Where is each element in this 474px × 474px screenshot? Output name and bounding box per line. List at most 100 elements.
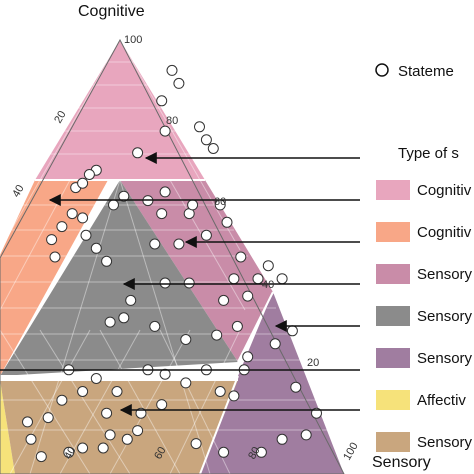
statement-point	[101, 407, 113, 419]
legend-swatch	[376, 264, 410, 284]
statement-point	[180, 334, 192, 345]
statement-point	[242, 351, 254, 363]
tick-left-20: 20	[52, 109, 69, 126]
statement-point	[25, 433, 37, 445]
statement-point	[149, 238, 161, 250]
statement-point	[180, 377, 192, 389]
statement-point	[173, 77, 185, 89]
statement-point	[235, 251, 247, 263]
arrow-layer	[0, 152, 360, 416]
statement-point	[194, 121, 205, 133]
legend-group-title: Type of s	[398, 145, 459, 162]
tick-cognitive-100: 100	[124, 34, 142, 46]
statement-point	[104, 316, 116, 328]
statement-point	[90, 373, 102, 384]
region-sensory-purple	[200, 292, 344, 474]
statement-point	[156, 208, 168, 220]
statement-point	[276, 273, 288, 285]
statement-point	[231, 320, 243, 332]
tick-bottom-40: 40	[62, 445, 79, 462]
statement-point	[35, 451, 47, 463]
statement-point	[80, 229, 92, 241]
statement-point	[101, 255, 113, 267]
legend-item-label: Cognitiv	[417, 224, 472, 241]
region-layer	[0, 40, 344, 474]
statement-point	[159, 186, 171, 198]
statement-point	[156, 95, 168, 107]
statement-point	[214, 386, 226, 397]
statement-point	[77, 386, 89, 397]
legend-item-label: Sensory	[417, 434, 473, 451]
axis-title-cognitive: Cognitive	[78, 3, 145, 20]
statement-point	[108, 199, 119, 211]
legend-swatch	[376, 222, 410, 242]
tick-cognitive-60: 60	[214, 196, 226, 208]
statement-point	[228, 273, 240, 285]
legend-items: CognitivCognitivSensorySensorySensoryAff…	[376, 180, 473, 452]
statement-point	[132, 147, 144, 159]
statement-point	[46, 234, 58, 246]
statement-point	[83, 169, 95, 180]
tick-cognitive-80: 80	[166, 115, 178, 127]
legend-item-label: Sensory	[417, 308, 473, 325]
legend-swatch	[376, 306, 410, 326]
statement-point	[228, 390, 240, 402]
region-cognitive-top	[35, 40, 205, 180]
statement-point	[77, 212, 89, 224]
statement-point	[255, 446, 267, 458]
legend-item-label: Affectiv	[417, 392, 466, 409]
statement-point	[290, 381, 302, 393]
tick-cognitive-40: 40	[262, 279, 274, 291]
statement-point	[166, 64, 178, 76]
axis-title-sensory: Sensory	[372, 454, 431, 471]
statement-point	[42, 412, 54, 424]
statement-point	[269, 338, 281, 350]
statement-point	[300, 429, 312, 441]
statement-point	[97, 442, 109, 454]
statement-point	[173, 238, 185, 250]
statement-point	[104, 429, 116, 441]
legend-swatch	[376, 390, 410, 410]
statement-point	[262, 260, 274, 272]
statement-point	[149, 320, 161, 332]
statement-point	[77, 442, 89, 454]
statement-point	[125, 294, 137, 306]
legend-swatch	[376, 348, 410, 368]
tick-bottom-60: 60	[152, 445, 169, 462]
statement-point	[77, 177, 89, 189]
tick-bottom-80: 80	[246, 445, 263, 462]
region-sensory-pink	[120, 180, 273, 362]
statement-point	[49, 251, 61, 263]
statement-point	[118, 312, 130, 324]
legend-marker-label: Stateme	[398, 63, 454, 80]
triangle-outline	[0, 38, 345, 474]
statement-point	[207, 143, 219, 154]
statement-point	[121, 433, 133, 445]
statement-point	[22, 416, 33, 428]
statement-point	[159, 125, 171, 137]
tick-labels: 100 80 60 40 20 20 40 40 60 80 100	[10, 34, 361, 463]
statement-point	[286, 325, 298, 337]
statement-point	[218, 446, 230, 458]
legend-item-label: Sensory	[417, 266, 473, 283]
statement-point	[90, 242, 102, 254]
statement-point	[63, 446, 75, 458]
statement-point	[218, 294, 230, 306]
legend-item-label: Sensory	[417, 350, 473, 367]
legend-marker-statement	[375, 63, 389, 77]
tick-cognitive-20: 20	[307, 357, 319, 369]
statement-point	[132, 425, 144, 437]
statement-point	[156, 399, 168, 411]
statement-point	[159, 277, 171, 289]
statement-point	[159, 368, 171, 380]
statement-point	[111, 386, 123, 397]
statement-point	[190, 438, 202, 450]
statement-point	[66, 208, 78, 220]
statement-point	[118, 190, 130, 202]
statement-point	[276, 433, 288, 445]
statement-point	[200, 134, 212, 146]
boundary-lines	[0, 179, 274, 474]
tick-left-40: 40	[10, 183, 27, 200]
legend-item-label: Cognitiv	[417, 182, 472, 199]
